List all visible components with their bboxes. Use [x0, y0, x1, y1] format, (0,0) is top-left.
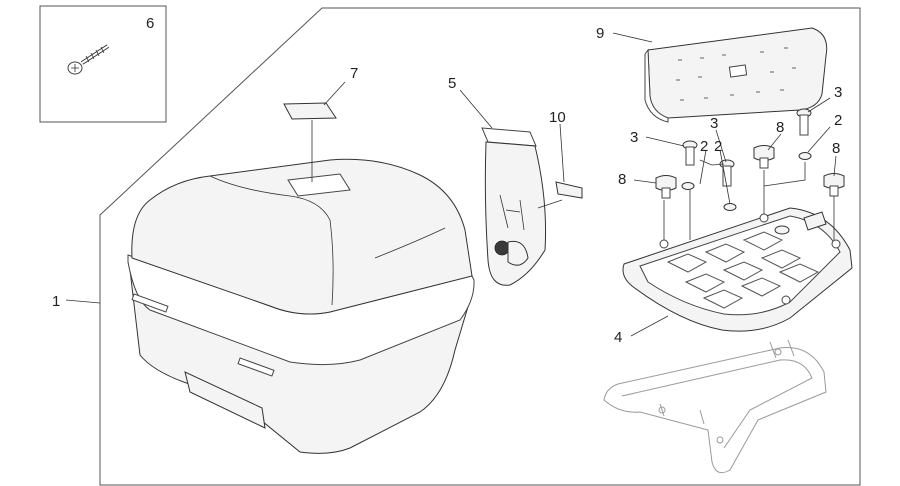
callout-2-middle: 2 — [714, 138, 722, 155]
bolt-parts — [682, 108, 812, 187]
callout-leaders — [65, 32, 837, 337]
callout-2-right: 2 — [834, 112, 842, 129]
callout-3-right: 3 — [834, 84, 842, 101]
knob-parts — [655, 145, 845, 199]
callout-9: 9 — [596, 25, 604, 42]
assembly-lines — [663, 162, 835, 240]
callout-6: 6 — [146, 15, 154, 32]
callout-8-middle: 8 — [776, 119, 784, 136]
assembly-frame — [99, 7, 861, 486]
callout-5: 5 — [448, 75, 456, 92]
callout-10: 10 — [549, 109, 566, 126]
callout-1: 1 — [52, 293, 60, 310]
screw-part — [67, 44, 110, 75]
callout-8-left: 8 — [618, 171, 626, 188]
callout-3-left: 3 — [630, 129, 638, 146]
washer-parts — [681, 152, 812, 211]
callout-7: 7 — [350, 65, 358, 82]
logo-plate-part — [283, 102, 337, 120]
callout-2-left: 2 — [700, 138, 708, 155]
mounting-plate-part — [622, 207, 853, 332]
carrier-rack-outline — [603, 339, 827, 474]
top-case-part — [127, 158, 475, 454]
backrest-pad-part — [644, 27, 828, 123]
callout-4: 4 — [614, 329, 622, 346]
screw-inset-box — [39, 5, 167, 123]
hinge-bracket-part — [481, 127, 547, 286]
callout-3-middle: 3 — [710, 115, 718, 132]
callout-8-right: 8 — [832, 140, 840, 157]
pad-part — [555, 181, 583, 199]
